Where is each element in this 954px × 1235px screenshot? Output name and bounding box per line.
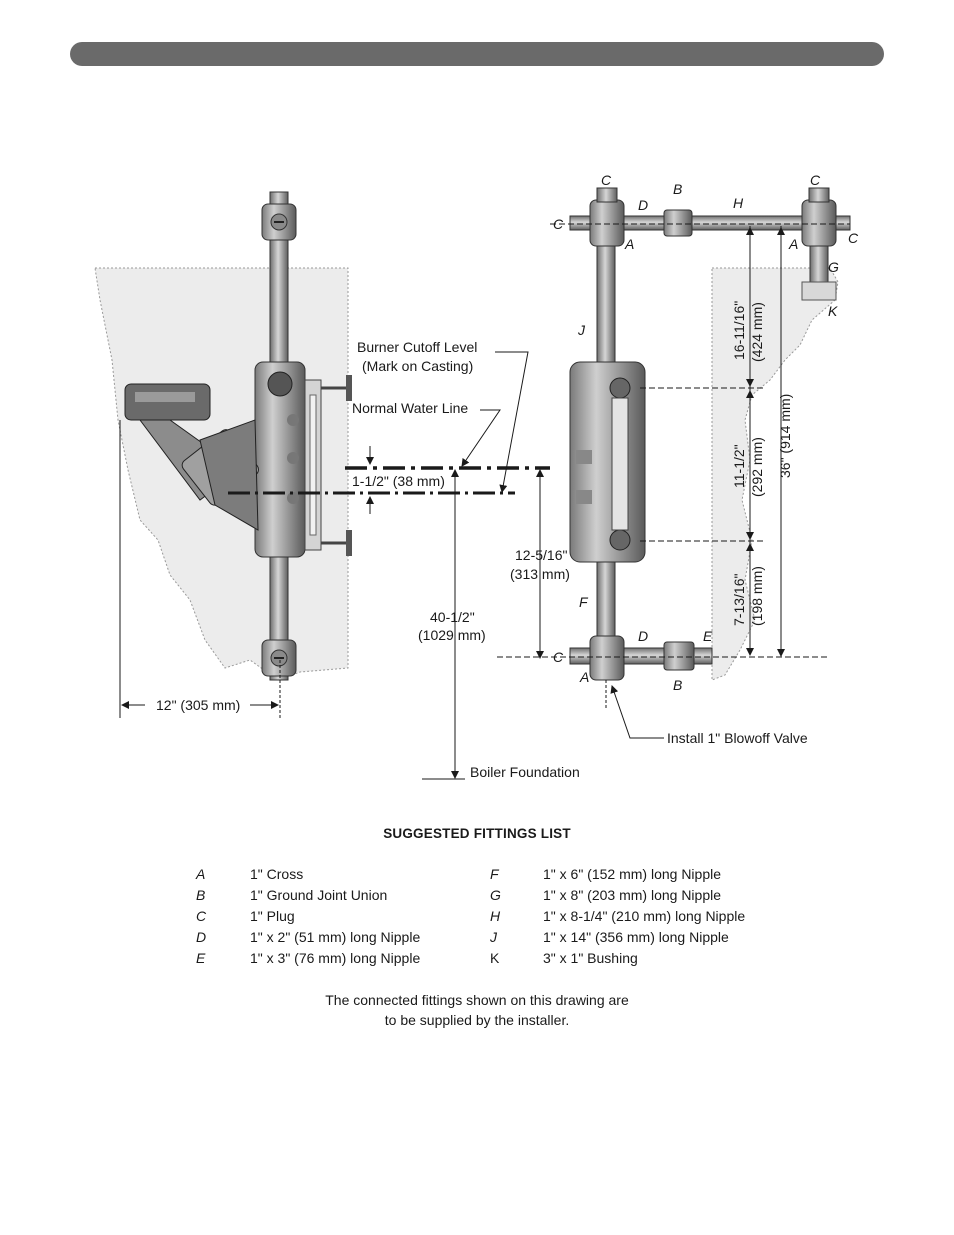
part-letter-b: B xyxy=(673,677,682,693)
part-letter-k: K xyxy=(828,303,838,319)
burner-cutoff-label-2: (Mark on Casting) xyxy=(362,358,473,374)
left-top-cross xyxy=(261,203,297,241)
fitting-desc: 1" x 3" (76 mm) long Nipple xyxy=(250,950,421,966)
burner-cutoff-label-1: Burner Cutoff Level xyxy=(357,339,477,355)
part-letter-g: G xyxy=(828,259,839,275)
fitting-key: C xyxy=(196,908,207,924)
right-top-cross-right xyxy=(801,187,837,301)
normal-water-line-label: Normal Water Line xyxy=(352,400,468,416)
part-letter-d: D xyxy=(638,197,648,213)
dim-11-label-b: (292 mm) xyxy=(749,437,765,497)
dim-7-label-b: (198 mm) xyxy=(749,566,765,626)
fitting-key: G xyxy=(490,887,501,903)
part-letter-c: C xyxy=(553,649,564,665)
dim-40-5-label-b: (1029 mm) xyxy=(418,627,486,643)
fitting-desc: 1" x 8" (203 mm) long Nipple xyxy=(543,887,722,903)
part-letter-a: A xyxy=(579,669,589,685)
header-bar xyxy=(70,42,884,66)
fitting-desc: 1" Ground Joint Union xyxy=(250,887,388,903)
part-letter-f: F xyxy=(579,594,589,610)
right-vertical-pipe-bottom xyxy=(596,559,616,643)
fitting-desc: 3" x 1" Bushing xyxy=(543,950,638,966)
fitting-desc: 1" x 2" (51 mm) long Nipple xyxy=(250,929,421,945)
dim-12-5-16-label-b: (313 mm) xyxy=(510,566,570,582)
fitting-desc: 1" x 14" (356 mm) long Nipple xyxy=(543,929,729,945)
installer-note-line-2: to be supplied by the installer. xyxy=(384,1012,570,1028)
right-level-control xyxy=(569,361,646,563)
left-level-control xyxy=(254,361,352,558)
right-vertical-pipe-top xyxy=(596,245,616,367)
part-letter-d: D xyxy=(638,628,648,644)
dim-7-label-a: 7-13/16" xyxy=(731,574,747,626)
fitting-key: F xyxy=(490,866,499,882)
left-bottom-cross xyxy=(261,639,297,677)
dim-40-5-label-a: 40-1/2" xyxy=(430,609,475,625)
right-top-cross-left xyxy=(589,187,625,247)
part-letter-c: C xyxy=(553,216,564,232)
part-letter-h: H xyxy=(733,195,744,211)
fitting-key: K xyxy=(490,950,500,966)
dim-1-5-label: 1-1/2" (38 mm) xyxy=(352,473,445,489)
part-letter-c: C xyxy=(810,172,821,188)
fitting-desc: 1" Cross xyxy=(250,866,304,882)
piping-diagram: Burner Cutoff Level (Mark on Casting) No… xyxy=(94,172,859,780)
right-bottom-pipe xyxy=(569,635,713,681)
part-letter-b: B xyxy=(673,181,682,197)
installer-note: The connected fittings shown on this dra… xyxy=(0,990,954,1030)
right-top-union xyxy=(663,209,693,237)
right-top-pipe xyxy=(569,215,851,231)
dim-12-label: 12" (305 mm) xyxy=(156,697,240,713)
fitting-desc: 1" x 8-1/4" (210 mm) long Nipple xyxy=(543,908,746,924)
part-letter-a: A xyxy=(788,236,798,252)
dim-16-label-b: (424 mm) xyxy=(749,302,765,362)
dim-16-label-a: 16-11/16" xyxy=(731,301,747,360)
fitting-key: A xyxy=(196,866,206,882)
part-letter-c: C xyxy=(848,230,859,246)
fitting-desc: 1" x 6" (152 mm) long Nipple xyxy=(543,866,722,882)
installer-note-line-1: The connected fittings shown on this dra… xyxy=(325,992,629,1008)
fitting-key: D xyxy=(196,929,207,945)
part-letter-c: C xyxy=(601,172,612,188)
dim-12-5-16-label-a: 12-5/16" xyxy=(515,547,567,563)
part-letter-e: E xyxy=(703,628,713,644)
part-letter-a: A xyxy=(624,236,634,252)
fitting-key: E xyxy=(196,950,206,966)
blowoff-valve-label: Install 1" Blowoff Valve xyxy=(667,730,808,746)
fitting-desc: 1" Plug xyxy=(250,908,295,924)
part-letter-j: J xyxy=(577,322,586,338)
fitting-key: H xyxy=(490,908,501,924)
fitting-key: B xyxy=(196,887,206,903)
boiler-foundation-label: Boiler Foundation xyxy=(470,764,580,780)
left-valve-assembly xyxy=(124,383,259,531)
dim-11-label-a: 11-1/2" xyxy=(731,444,747,488)
dim-36-label: 36" (914 mm) xyxy=(777,394,793,478)
fittings-list-title: SUGGESTED FITTINGS LIST xyxy=(383,826,571,841)
fitting-key: J xyxy=(490,929,497,945)
